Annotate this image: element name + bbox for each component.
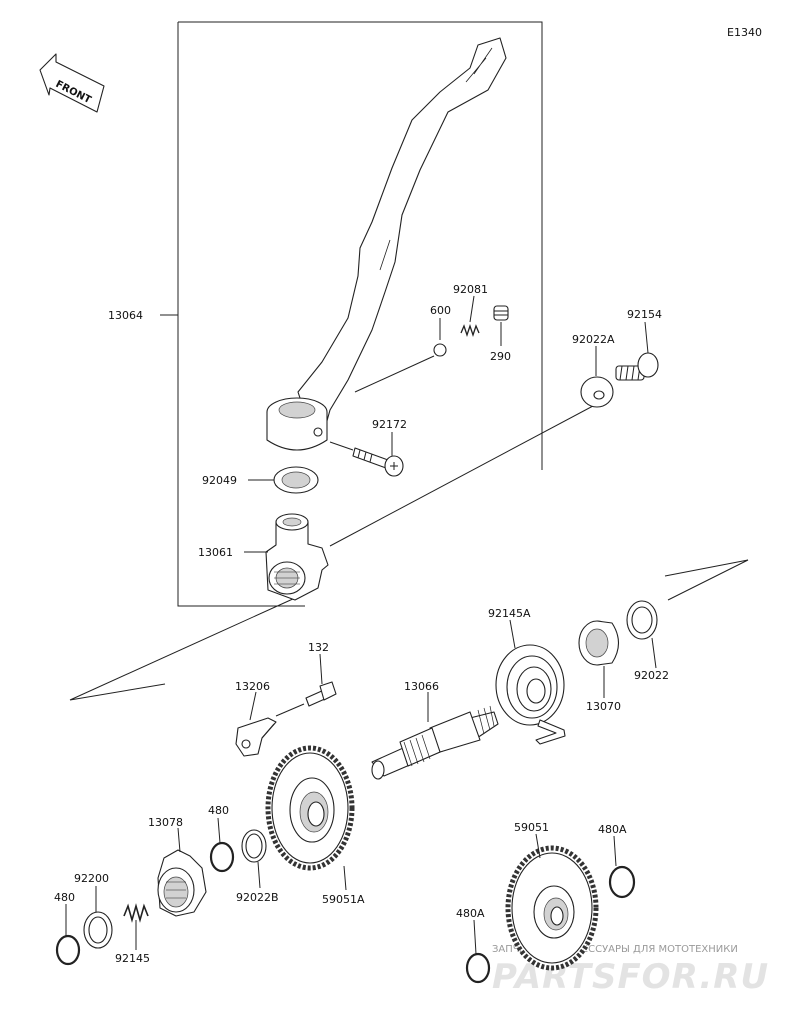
ratchet-13078 [157,849,207,917]
guide-plate-13206 [235,717,277,757]
leader-600-to-arm [354,355,435,393]
label-13206: 13206 [235,680,270,693]
washer-92022B [241,829,267,863]
leader-92022 [651,637,657,669]
label-480-upper: 480 [208,804,229,817]
label-290: 290 [490,350,511,363]
label-92022: 92022 [634,669,669,682]
label-13066: 13066 [404,680,439,693]
kick-shaft-13066 [371,705,499,780]
spring-92145A [495,644,566,745]
ball-600 [433,343,447,357]
collar-13070 [578,620,620,666]
leader-92172-to-arm [329,441,354,451]
label-13061: 13061 [198,546,233,559]
label-92049: 92049 [202,474,237,487]
front-arrow-icon: FRONT [39,53,105,113]
leader-92145A [509,619,516,649]
leader-92081 [469,295,475,323]
label-13078: 13078 [148,816,183,829]
group-bracket-top [178,21,543,470]
axis-line-right [664,559,749,601]
leader-13078 [177,827,181,853]
gear-59051 [505,845,599,971]
spring-92145 [123,903,149,923]
leader-480A-lower [473,919,477,955]
bolt-92154 [615,352,659,381]
label-92145A: 92145A [488,607,531,620]
leader-13206-to-bolt [275,703,305,717]
label-600: 600 [430,304,451,317]
leader-13206 [249,691,257,721]
group-bracket-left [177,22,305,607]
leader-92154 [644,321,649,354]
washer-92200 [83,911,113,949]
label-480A-upper: 480A [598,823,627,836]
boss-13061 [265,513,329,601]
label-92172: 92172 [372,418,407,431]
leader-132 [319,653,323,685]
circlip-480-upper [209,841,235,873]
diagram-code: E1340 [727,26,762,39]
label-59051: 59051 [514,821,549,834]
label-92200: 92200 [74,872,109,885]
label-59051A: 59051A [322,893,365,906]
label-92022B: 92022B [236,891,279,904]
bolt-92172 [352,447,404,477]
leader-480-upper [217,817,221,844]
washer-92022A [580,376,614,408]
circlip-480A-upper [608,865,636,899]
washer-92022 [626,600,658,640]
circlip-480-lower [55,934,81,966]
label-13070: 13070 [586,700,621,713]
label-92154: 92154 [627,308,662,321]
gear-59051A [265,745,355,871]
leader-59051A [343,865,347,891]
circlip-480A-lower [465,952,491,984]
label-13064: 13064 [108,309,143,322]
plug-290 [493,305,509,321]
label-92145: 92145 [115,952,150,965]
spring-92081 [460,323,480,338]
label-92081: 92081 [453,283,488,296]
oil-seal-92049 [273,466,319,494]
label-132: 132 [308,641,329,654]
label-480-lower: 480 [54,891,75,904]
leader-59051 [535,833,541,859]
kick-lever-arm [266,37,507,451]
label-92022A: 92022A [572,333,615,346]
label-480A-lower: 480A [456,907,485,920]
axis-line-upper [329,397,609,547]
leader-480A-upper [613,835,617,867]
leader-92022B [257,861,261,889]
axis-line-lower [69,597,296,701]
bolt-132 [305,681,337,707]
watermark-caption: ЗАПЧАСТИ И АКСЕССУАРЫ ДЛЯ МОТОТЕХНИКИ [492,944,738,955]
